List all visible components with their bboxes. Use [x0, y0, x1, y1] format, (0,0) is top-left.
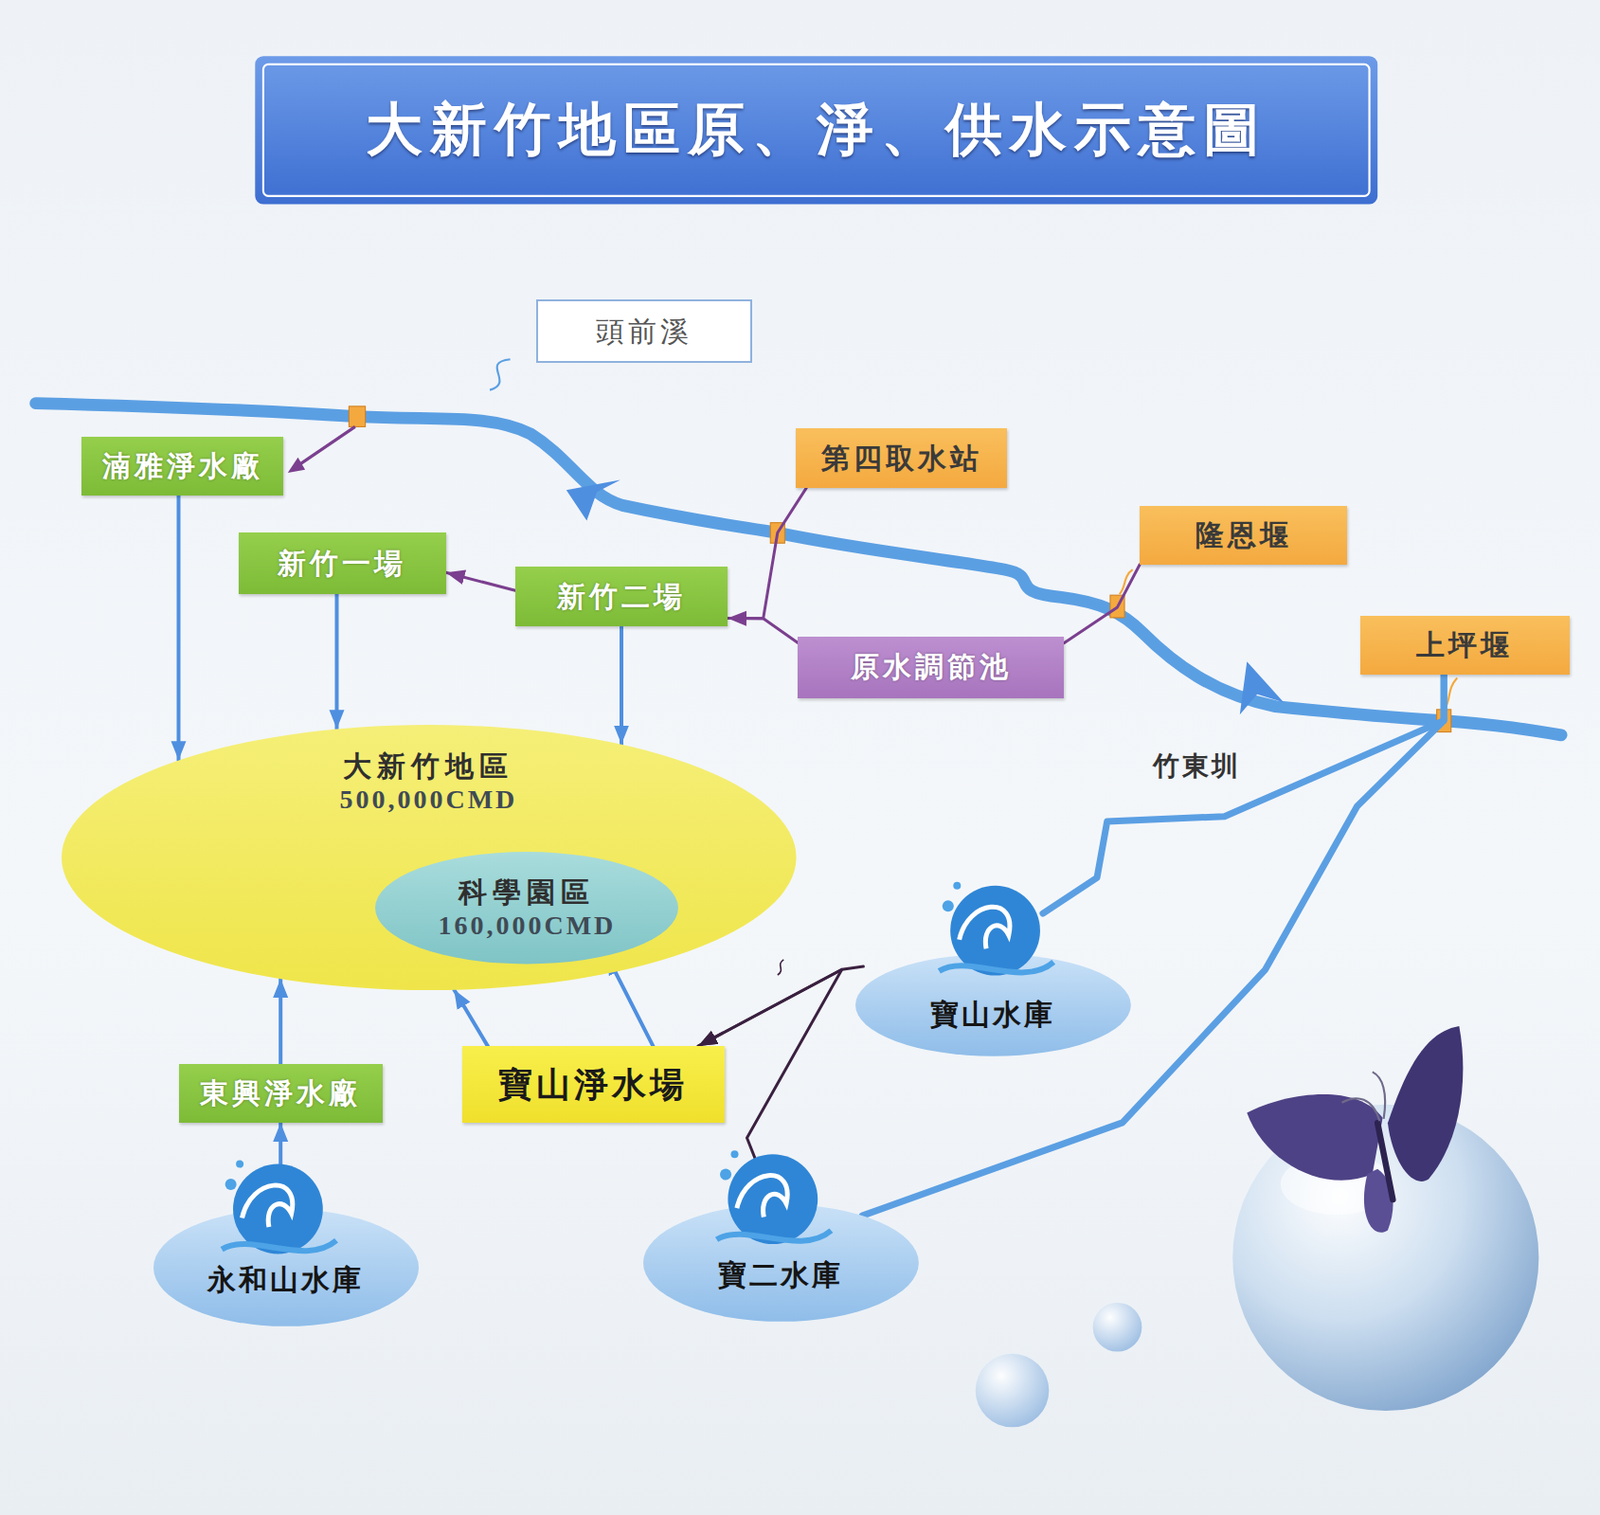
- node-text: 湳雅淨水廠: [102, 449, 264, 484]
- leader-line: [489, 359, 511, 390]
- plant-box: 東興淨水廠: [179, 1063, 383, 1122]
- butterfly: [1246, 1025, 1463, 1233]
- callout-box: 頭前溪: [536, 299, 753, 364]
- water-icon-dot: [235, 1160, 244, 1169]
- weir-box: 隆恩堰: [1139, 505, 1348, 564]
- intake-arrow: [298, 426, 356, 466]
- water-drop: [975, 1353, 1050, 1428]
- water-icon-dot: [941, 899, 953, 912]
- plant-box: 新竹二場: [515, 566, 728, 628]
- node-text: 上坪堰: [1416, 628, 1513, 663]
- water-icon-wave: [958, 906, 1009, 949]
- water-icon-body: [727, 1153, 818, 1244]
- connector: [619, 626, 624, 744]
- water-icon-dot: [719, 1168, 732, 1181]
- reservoir: 永和山水庫: [153, 1208, 419, 1327]
- reservoir: 寶山水庫: [855, 953, 1132, 1057]
- node-text: 寶山淨水場: [498, 1063, 688, 1105]
- connector: [727, 487, 807, 619]
- connector: [278, 978, 283, 1065]
- connector: [453, 989, 488, 1047]
- water-icon: [938, 881, 1054, 976]
- title-banner: [254, 55, 1378, 204]
- plant-box: 湳雅淨水廠: [81, 436, 284, 496]
- water-icon-body: [233, 1164, 324, 1255]
- connector: [177, 496, 181, 761]
- water-icon-wave: [736, 1175, 787, 1218]
- node-text: 160,000CMD: [437, 909, 616, 942]
- water-icon-dot: [730, 1150, 738, 1158]
- water-drop: [1093, 1302, 1143, 1352]
- node-text: 科學園區: [458, 875, 595, 910]
- connector: [335, 593, 340, 729]
- flow-chevron: [1240, 661, 1284, 715]
- connector: [446, 572, 516, 591]
- service-area: 大新竹地區500,000CMD 科學園區160,000CMD: [61, 724, 797, 990]
- water-icon-body: [950, 885, 1041, 976]
- node-text: 寶山水庫: [930, 997, 1056, 1032]
- node-text: 原水調節池: [850, 649, 1012, 684]
- water-icon-wave: [716, 1230, 831, 1241]
- node-text: 新竹二場: [557, 579, 686, 614]
- node-text: 東興淨水廠: [199, 1076, 361, 1111]
- river: [35, 403, 1562, 736]
- water-icon-dot: [224, 1178, 236, 1190]
- connector: [1042, 674, 1444, 914]
- water-icon: [716, 1150, 831, 1244]
- water-icon-dot: [952, 881, 961, 890]
- water-icon-wave: [938, 962, 1054, 973]
- diagram-title: 大新竹地區原、淨、供水示意圖: [254, 55, 1378, 204]
- weir-box: 上坪堰: [1360, 615, 1570, 675]
- connector: [727, 618, 798, 644]
- water-icon-wave: [241, 1185, 292, 1227]
- reservoir: 寶二水庫: [643, 1204, 919, 1322]
- ellipse-shape: [61, 724, 797, 990]
- intake-arrow-head: [287, 457, 306, 473]
- connector: [862, 674, 1444, 1216]
- ellipse-shape: [855, 953, 1132, 1057]
- leader-curl: [777, 959, 784, 975]
- node-text: 寶二水庫: [718, 1258, 844, 1293]
- flow-chevron: [566, 479, 621, 521]
- ellipse-shape: [375, 851, 679, 964]
- node-text: 新竹一場: [277, 546, 407, 581]
- water-icon-wave: [221, 1240, 337, 1252]
- pond-box: 原水調節池: [797, 636, 1064, 699]
- node-text: 永和山水庫: [207, 1262, 364, 1297]
- node-text: 隆恩堰: [1195, 518, 1293, 553]
- plant-box: 寶山淨水場: [462, 1045, 725, 1123]
- node-text: 500,000CMD: [339, 783, 518, 816]
- node-text: 頭前溪: [595, 314, 693, 349]
- node-text: 大新竹地區: [342, 749, 514, 784]
- connector: [1064, 564, 1141, 644]
- channel-label: 竹東圳: [1152, 748, 1241, 785]
- intake-marker: [348, 406, 365, 428]
- park-area: 科學園區160,000CMD: [375, 851, 679, 964]
- node-text: 第四取水站: [821, 441, 983, 476]
- intake-box: 第四取水站: [795, 428, 1007, 487]
- water-icon: [221, 1160, 337, 1255]
- plant-box: 新竹一場: [238, 532, 447, 594]
